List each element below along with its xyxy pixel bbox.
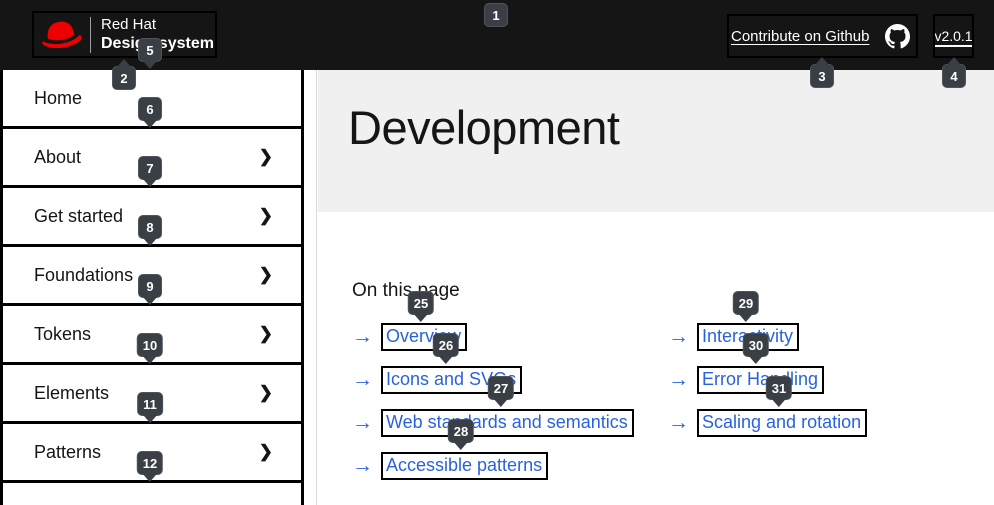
sidebar-scrollbar-track[interactable] bbox=[316, 70, 317, 505]
toc-column-left: → Overview → Icons and SVGs → Web standa… bbox=[352, 322, 634, 480]
toc-link-web-standards[interactable]: → Web standards and semantics bbox=[352, 408, 634, 437]
sidebar-item-label: Elements bbox=[34, 382, 110, 403]
annotation-marker-10: 10 bbox=[136, 333, 164, 357]
on-this-page-heading: On this page bbox=[352, 280, 460, 301]
github-icon bbox=[885, 23, 910, 48]
toc-link-scaling-rotation[interactable]: → Scaling and rotation bbox=[668, 408, 868, 437]
chevron-right-icon: ❯ bbox=[258, 324, 273, 343]
annotation-marker-2: 2 bbox=[112, 66, 136, 90]
toc-link-label: Accessible patterns bbox=[381, 451, 549, 480]
annotation-marker-1: 1 bbox=[484, 3, 508, 27]
toc-link-label: Icons and SVGs bbox=[381, 365, 523, 394]
annotation-marker-5: 5 bbox=[138, 38, 162, 62]
arrow-right-icon: → bbox=[668, 367, 689, 391]
arrow-right-icon: → bbox=[668, 324, 689, 348]
contribute-on-github-link[interactable]: Contribute on Github bbox=[727, 14, 918, 58]
arrow-right-icon: → bbox=[352, 324, 373, 348]
annotation-marker-9: 9 bbox=[138, 274, 162, 298]
toc-link-icons-and-svgs[interactable]: → Icons and SVGs bbox=[352, 365, 634, 394]
annotation-marker-31: 31 bbox=[765, 376, 793, 400]
sidebar-item-label: Tokens bbox=[34, 323, 92, 344]
annotation-marker-8: 8 bbox=[138, 215, 162, 239]
annotation-marker-26: 26 bbox=[432, 333, 460, 357]
annotation-marker-28: 28 bbox=[447, 419, 475, 443]
annotation-marker-30: 30 bbox=[742, 333, 770, 357]
arrow-right-icon: → bbox=[352, 410, 373, 434]
arrow-right-icon: → bbox=[352, 453, 373, 477]
annotation-marker-27: 27 bbox=[487, 376, 515, 400]
chevron-right-icon: ❯ bbox=[258, 442, 273, 461]
annotation-marker-12: 12 bbox=[136, 451, 164, 475]
toc-link-label: Scaling and rotation bbox=[697, 408, 868, 437]
toc-link-label: Error Handling bbox=[697, 365, 825, 394]
chevron-right-icon: ❯ bbox=[258, 147, 273, 166]
sidebar-item-label: Foundations bbox=[34, 264, 134, 285]
sidebar-item-label: About bbox=[34, 146, 82, 167]
page-title: Development bbox=[348, 101, 620, 154]
toc-link-label: Web standards and semantics bbox=[381, 408, 634, 437]
contribute-label: Contribute on Github bbox=[731, 27, 870, 45]
sidebar-item-label: Home bbox=[34, 87, 83, 108]
annotation-marker-6: 6 bbox=[138, 97, 162, 121]
logo-divider bbox=[90, 16, 91, 53]
chevron-right-icon: ❯ bbox=[258, 265, 273, 284]
annotation-marker-29: 29 bbox=[732, 291, 760, 315]
chevron-right-icon: ❯ bbox=[258, 383, 273, 402]
annotation-marker-11: 11 bbox=[137, 392, 163, 416]
version-label: v2.0.1 bbox=[934, 28, 973, 44]
arrow-right-icon: → bbox=[668, 410, 689, 434]
sidebar-item-label: Get started bbox=[34, 205, 124, 226]
annotation-marker-3: 3 bbox=[810, 64, 834, 88]
toc-link-overview[interactable]: → Overview bbox=[352, 322, 634, 351]
page-hero-banner: Development bbox=[318, 70, 994, 212]
annotation-marker-25: 25 bbox=[407, 291, 435, 315]
version-selector[interactable]: v2.0.1 bbox=[933, 14, 974, 58]
redhat-logo-link[interactable]: Red Hat Design system bbox=[32, 11, 217, 58]
chevron-right-icon: ❯ bbox=[258, 206, 273, 225]
arrow-right-icon: → bbox=[352, 367, 373, 391]
sidebar-item-label: Patterns bbox=[34, 441, 102, 462]
logo-brand-name: Red Hat bbox=[101, 16, 157, 33]
annotation-marker-7: 7 bbox=[138, 156, 162, 180]
redhat-fedora-icon bbox=[42, 21, 82, 48]
annotation-marker-4: 4 bbox=[942, 64, 966, 88]
toc-link-accessible-patterns[interactable]: → Accessible patterns bbox=[352, 451, 634, 480]
